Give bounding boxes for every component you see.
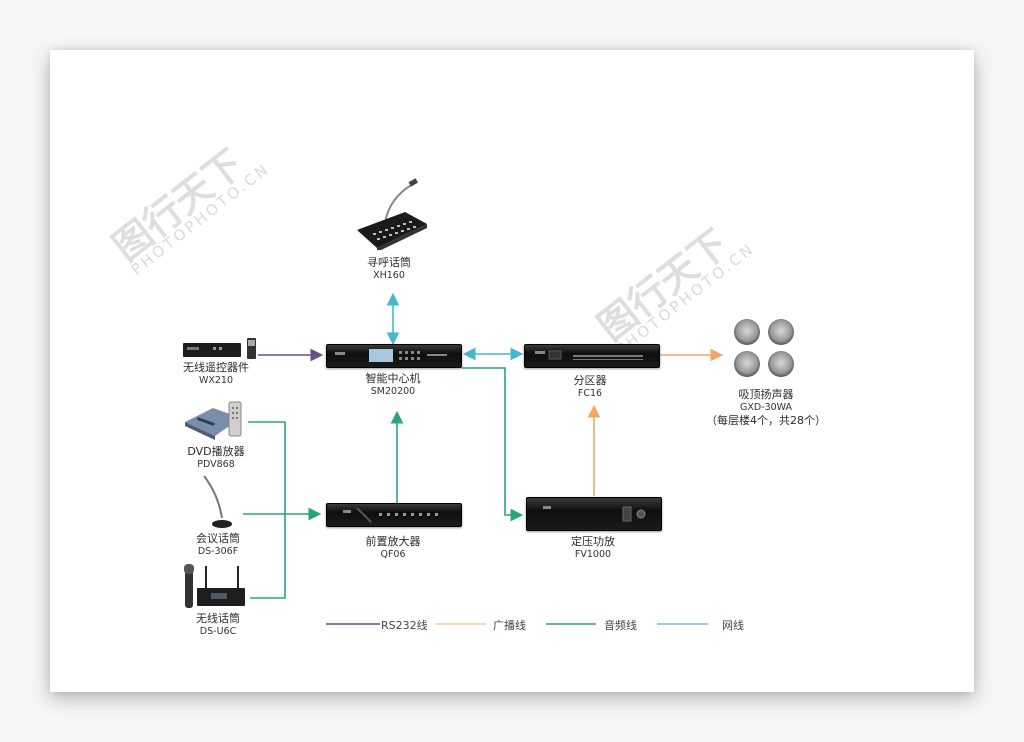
device-name: 定压功放 (571, 535, 615, 548)
device-wireless-mic (183, 562, 248, 610)
wireless-microphone-icon (184, 564, 245, 608)
device-model: SM20200 (370, 386, 416, 397)
device-zone-divider (524, 344, 660, 368)
device-name: 会议话筒 (196, 532, 240, 545)
label-zone-divider: 分区器 FC16 (574, 374, 607, 400)
label-conference-mic: 会议话筒 DS-306F (196, 532, 240, 558)
device-central-unit (326, 344, 462, 368)
label-wireless-mic: 无线话筒 DS-U6C (196, 612, 240, 638)
audio-line-central-amp (462, 367, 524, 522)
label-preamp: 前置放大器 QF06 (366, 535, 421, 561)
paging-microphone-icon (357, 178, 427, 252)
audio-line-dvd-bus (248, 421, 286, 599)
device-note: （每层楼4个，共28个） (706, 414, 826, 427)
device-name: 吸顶扬声器 (738, 388, 794, 401)
dvd-player-icon (185, 401, 242, 440)
label-ceiling-speakers: 吸顶扬声器 GXD-30WA （每层楼4个，共28个） (706, 388, 826, 427)
device-name: 无线话筒 (196, 612, 240, 625)
device-name: 分区器 (573, 374, 607, 387)
device-model: DS-306F (197, 546, 239, 557)
device-name: 寻呼话筒 (367, 256, 411, 269)
legend-label-network: 网线 (722, 619, 744, 632)
device-model: QF06 (380, 549, 406, 560)
power-amplifier-icon (543, 506, 646, 522)
legend-label-broadcast: 广播线 (493, 619, 526, 632)
label-wireless-remote: 无线遥控器件 WX210 (183, 361, 249, 387)
legend-label-rs232: RS232线 (381, 619, 428, 632)
label-power-amp: 定压功放 FV1000 (571, 535, 615, 561)
device-model: DS-U6C (199, 626, 237, 637)
device-wireless-remote (183, 338, 258, 360)
device-name: 智能中心机 (365, 372, 421, 385)
diagram-canvas (50, 50, 974, 692)
device-name: 前置放大器 (365, 535, 421, 548)
device-model: WX210 (198, 375, 234, 386)
device-name: 无线遥控器件 (183, 361, 249, 374)
zone-divider-icon (535, 350, 643, 360)
label-dvd-player: DVD播放器 PDV868 (187, 445, 244, 471)
label-central-unit: 智能中心机 SM20200 (366, 372, 421, 398)
legend-label-audio: 音频线 (604, 619, 637, 632)
device-name: DVD播放器 (187, 445, 245, 458)
central-controller-icon (335, 349, 447, 362)
device-model: GXD-30WA (739, 402, 793, 413)
label-paging-mic: 寻呼话筒 XH160 (367, 256, 411, 282)
device-model: PDV868 (197, 459, 235, 470)
device-model: FC16 (577, 388, 603, 399)
device-conference-mic (200, 474, 240, 530)
device-model: XH160 (373, 270, 405, 281)
device-paging-mic (355, 178, 435, 252)
device-power-amp (526, 497, 662, 531)
ceiling-speaker-icon (734, 319, 794, 377)
device-model: FV1000 (574, 549, 612, 560)
device-ceiling-speakers (731, 318, 801, 380)
gooseneck-microphone-icon (203, 475, 232, 528)
device-preamp (326, 503, 462, 527)
wireless-remote-receiver-icon (183, 338, 256, 359)
device-dvd-player (183, 400, 248, 440)
preamplifier-icon (343, 507, 438, 523)
